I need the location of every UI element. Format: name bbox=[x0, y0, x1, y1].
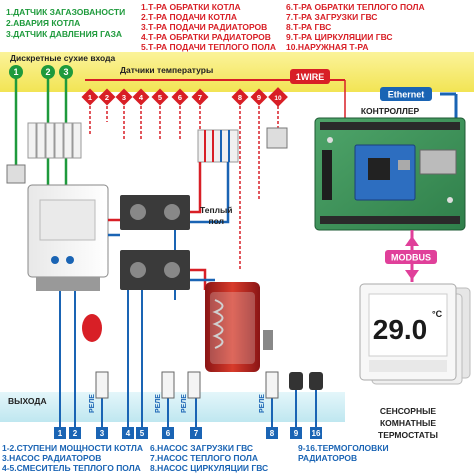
legend-item: 6.НАСОС ЗАГРУЗКИ ГВС bbox=[150, 443, 254, 453]
legend-item: 6.Т-РА ОБРАТКИ ТЕПЛОГО ПОЛА bbox=[286, 2, 425, 12]
pipes bbox=[108, 162, 230, 290]
relay-label: РЕЛЕ bbox=[89, 394, 96, 413]
hydraulic-manifold bbox=[120, 195, 190, 290]
svg-text:5: 5 bbox=[140, 429, 145, 438]
relays bbox=[95, 371, 279, 399]
floor-manifold bbox=[197, 129, 239, 163]
svg-text:5: 5 bbox=[158, 93, 162, 102]
legend-item: 3.НАСОС РАДИАТОРОВ bbox=[2, 453, 102, 463]
svg-text:4: 4 bbox=[126, 429, 131, 438]
legend-item: 3.ДАТЧИК ДАВЛЕНИЯ ГАЗА bbox=[6, 29, 123, 39]
legend-item: 2.АВАРИЯ КОТЛА bbox=[6, 18, 81, 28]
output-badges: 1 2 3 4 5 6 7 8 9 16 bbox=[54, 427, 322, 439]
svg-text:8: 8 bbox=[238, 93, 242, 102]
svg-text:1: 1 bbox=[88, 93, 92, 102]
svg-text:3: 3 bbox=[63, 67, 68, 77]
svg-text:8: 8 bbox=[270, 429, 275, 438]
legend-item: 7.Т-РА ЗАГРУЗКИ ГВС bbox=[286, 12, 378, 22]
gas-detector bbox=[6, 164, 26, 184]
svg-text:3: 3 bbox=[122, 93, 126, 102]
modbus-tag bbox=[385, 250, 437, 264]
thermo-heads bbox=[289, 372, 323, 390]
controller-board bbox=[314, 117, 466, 231]
relay-label: РЕЛЕ bbox=[259, 394, 266, 413]
ethernet-label: Ethernet bbox=[388, 90, 425, 100]
onewire-label: 1WIRE bbox=[296, 72, 325, 82]
warm-floor-label: Теплый пол bbox=[200, 205, 233, 226]
sensor-wires bbox=[85, 79, 346, 270]
svg-text:2: 2 bbox=[105, 93, 109, 102]
legend-item: 3.Т-РА ПОДАЧИ РАДИАТОРОВ bbox=[141, 22, 268, 32]
dry-inputs-band bbox=[0, 52, 474, 92]
svg-text:7: 7 bbox=[194, 429, 199, 438]
temp-sensors-label: Датчики температуры bbox=[120, 65, 213, 75]
svg-text:16: 16 bbox=[312, 429, 321, 438]
svg-text:2: 2 bbox=[73, 429, 78, 438]
thermostat-temperature: 29.0 bbox=[373, 314, 428, 345]
legend-item: РАДИАТОРОВ bbox=[298, 453, 358, 463]
relay-label: РЕЛЕ bbox=[155, 394, 162, 413]
thermostat-unit: °C bbox=[432, 309, 443, 319]
legend-item: 8.НАСОС ЦИРКУЛЯЦИИ ГВС bbox=[150, 463, 269, 473]
modbus-label: MODBUS bbox=[391, 253, 431, 263]
relay-labels: РЕЛЕ РЕЛЕ РЕЛЕ РЕЛЕ bbox=[89, 394, 266, 413]
svg-text:6: 6 bbox=[166, 429, 171, 438]
onewire-tag bbox=[290, 69, 330, 84]
svg-text:10: 10 bbox=[274, 95, 282, 102]
legend-item: 1.ДАТЧИК ЗАГАЗОВАНОСТИ bbox=[6, 7, 126, 17]
legend-item: 7.НАСОС ТЕПЛОГО ПОЛА bbox=[150, 453, 259, 463]
ethernet-tag bbox=[380, 87, 432, 101]
svg-text:1: 1 bbox=[58, 429, 63, 438]
outdoor-sensor-box bbox=[266, 127, 288, 149]
legend-item: 9.Т-РА ЦИРКУЛЯЦИИ ГВС bbox=[286, 32, 393, 42]
expansion-vessel bbox=[82, 314, 102, 342]
legend-item: 4.Т-РА ОБРАТКИ РАДИАТОРОВ bbox=[141, 32, 271, 42]
svg-text:9: 9 bbox=[257, 93, 261, 102]
legend-item: 1.Т-РА ОБРАТКИ КОТЛА bbox=[141, 2, 241, 12]
thermostats-caption: СЕНСОРНЫЕ КОМНАТНЫЕ ТЕРМОСТАТЫ bbox=[378, 406, 438, 440]
dry-inputs-label: Дискретные сухие входа bbox=[10, 53, 116, 63]
pump-dhw bbox=[263, 330, 273, 350]
legend-item: 2.Т-РА ПОДАЧИ КОТЛА bbox=[141, 12, 238, 22]
legend-item: 4-5.СМЕСИТЕЛЬ ТЕПЛОГО ПОЛА bbox=[2, 463, 141, 473]
svg-text:9: 9 bbox=[294, 429, 299, 438]
svg-text:4: 4 bbox=[139, 93, 144, 102]
relay-label: РЕЛЕ bbox=[181, 394, 188, 413]
room-thermostats bbox=[359, 283, 471, 385]
svg-text:2: 2 bbox=[45, 67, 50, 77]
svg-text:7: 7 bbox=[198, 93, 202, 102]
radiator bbox=[27, 122, 82, 159]
input-badges: 1 2 3 bbox=[9, 65, 73, 79]
controller-label: КОНТРОЛЛЕР bbox=[361, 106, 420, 116]
outputs-label: ВЫХОДА bbox=[8, 396, 47, 406]
svg-text:6: 6 bbox=[178, 93, 182, 102]
gas-boiler bbox=[27, 184, 109, 291]
legend-item: 10.НАРУЖНАЯ Т-РА bbox=[286, 42, 369, 52]
svg-text:3: 3 bbox=[100, 429, 105, 438]
legend-item: 9-16.ТЕРМОГОЛОВКИ bbox=[298, 443, 389, 453]
hot-water-tank bbox=[205, 282, 260, 372]
legend-item: 5.Т-РА ПОДАЧИ ТЕПЛОГО ПОЛА bbox=[141, 42, 276, 52]
svg-text:1: 1 bbox=[13, 67, 18, 77]
legend-item: 8.Т-РА ГВС bbox=[286, 22, 332, 32]
legend-item: 1-2.СТУПЕНИ МОЩНОСТИ КОТЛА bbox=[2, 443, 144, 453]
